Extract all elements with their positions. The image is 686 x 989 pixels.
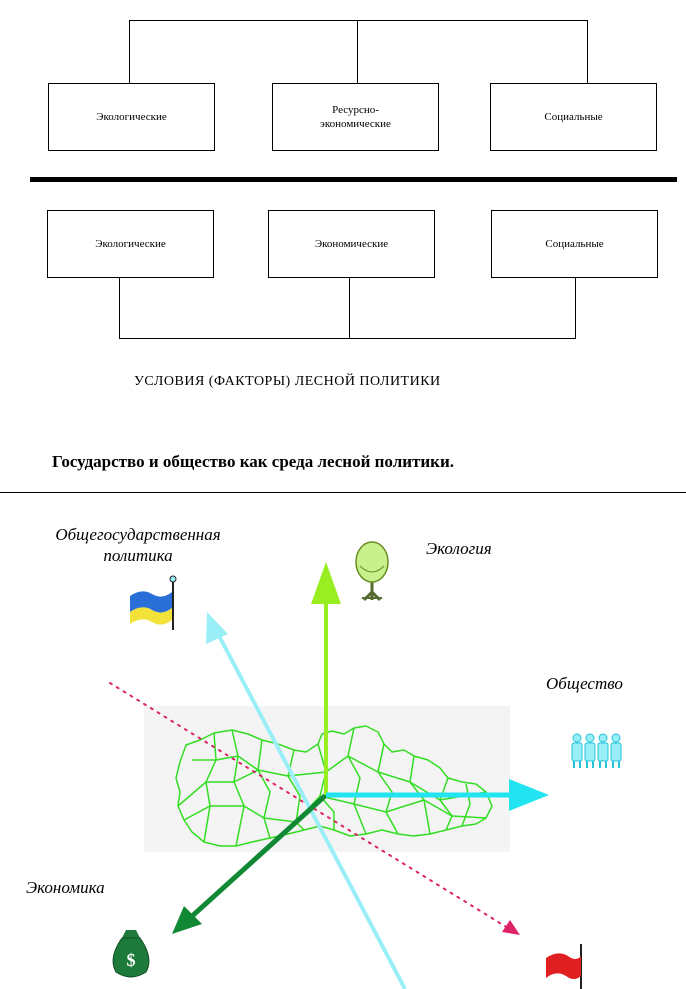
svg-text:$: $	[127, 950, 136, 970]
section-divider	[0, 492, 686, 493]
top-box-social: Социальные	[490, 83, 657, 151]
label-ecology: Экология	[426, 539, 492, 558]
bottom-box-economic: Экономические	[268, 210, 435, 278]
red-flag-icon	[546, 944, 582, 989]
bottom-connector-right	[575, 278, 576, 338]
top-box-social-label: Социальные	[544, 111, 603, 123]
society-axis	[326, 779, 549, 811]
thick-divider	[30, 177, 677, 182]
flag-ukraine-icon	[130, 575, 177, 630]
top-box-ecological-label: Экологические	[96, 111, 167, 123]
economy-axis	[172, 793, 328, 934]
conditions-caption: УСЛОВИЯ (ФАКТОРЫ) ЛЕСНОЙ ПОЛИТИКИ	[134, 374, 441, 389]
label-society: Общество	[546, 674, 623, 693]
bottom-connector-horizontal	[119, 338, 576, 339]
label-state-policy: Общегосударственная политика	[55, 525, 221, 565]
tree-icon	[355, 541, 389, 602]
top-connector-horizontal	[129, 20, 588, 21]
label-economy: Экономика	[26, 878, 105, 897]
bottom-connector-left	[119, 278, 120, 338]
bottom-box-ecological-label: Экологические	[95, 238, 166, 250]
bottom-box-economic-label: Экономические	[314, 238, 389, 250]
ecology-axis	[311, 562, 341, 795]
top-connector-right	[587, 20, 588, 83]
bottom-box-social: Социальные	[491, 210, 658, 278]
top-box-ecological: Экологические	[48, 83, 215, 151]
section-heading: Государство и общество как среда лесной …	[52, 452, 455, 471]
top-connector-left	[129, 20, 130, 83]
top-connector-middle	[357, 20, 358, 83]
bottom-box-ecological: Экологические	[47, 210, 214, 278]
people-icon	[571, 733, 622, 768]
bottom-connector-middle	[349, 278, 350, 338]
money-bag-icon: $	[112, 930, 150, 978]
bottom-box-social-label: Социальные	[545, 238, 604, 250]
top-box-resource-economic-label: Ресурсно- экономические	[320, 104, 391, 130]
top-box-resource-economic: Ресурсно- экономические	[272, 83, 439, 151]
